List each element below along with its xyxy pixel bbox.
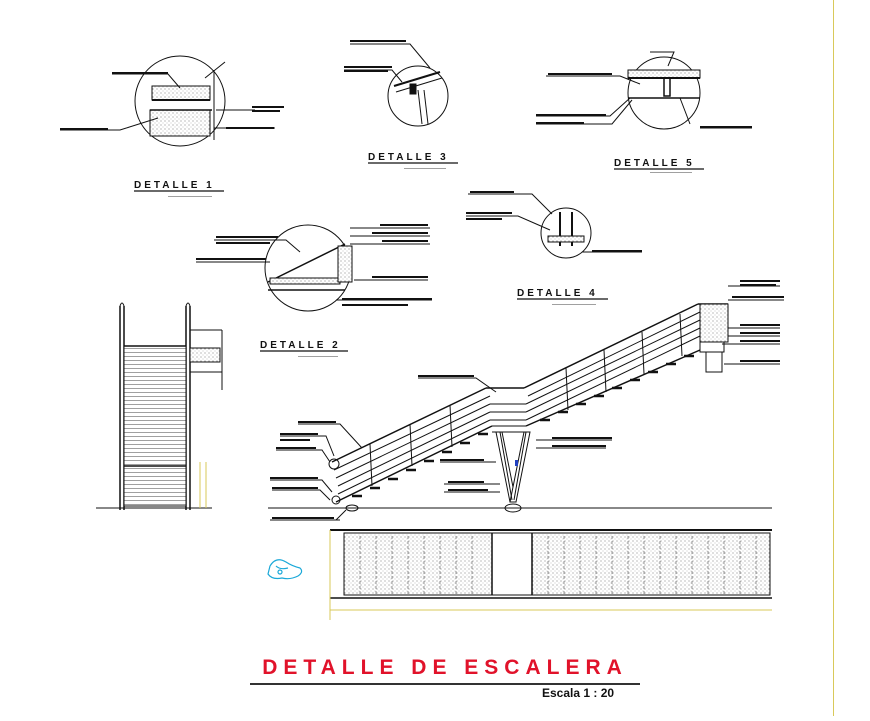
- detail-1-label: DETALLE 1: [134, 180, 215, 191]
- detail-2-label: DETALLE 2: [260, 340, 341, 351]
- sheet-frame-line: [833, 0, 834, 716]
- detail-labels: DETALLE 1 DETALLE 2 DETALLE 3 DETALLE 4 …: [134, 152, 704, 357]
- detail-5: [536, 51, 752, 130]
- stair-elevation: [268, 280, 784, 521]
- detail-1: [60, 55, 284, 147]
- detail-4-circle: [540, 207, 592, 259]
- title-underline: [250, 683, 640, 685]
- detail-3-label: DETALLE 3: [368, 152, 449, 163]
- detail-4-label: DETALLE 4: [517, 288, 598, 299]
- detail-3: [344, 40, 449, 127]
- drawing-scale: Escala 1 : 20: [542, 686, 615, 700]
- detail-1-circle: [134, 55, 226, 147]
- stair-side-strip: [270, 519, 772, 620]
- stair-plan-view: [96, 302, 223, 510]
- detail-3-circle: [387, 65, 449, 127]
- detail-5-label: DETALLE 5: [614, 158, 695, 169]
- detail-4: [466, 191, 642, 259]
- drawing-title: DETALLE DE ESCALERA: [262, 656, 628, 679]
- detail-5-circle: [627, 56, 701, 130]
- figure-symbol-icon: [267, 559, 303, 580]
- detail-2: [196, 224, 432, 312]
